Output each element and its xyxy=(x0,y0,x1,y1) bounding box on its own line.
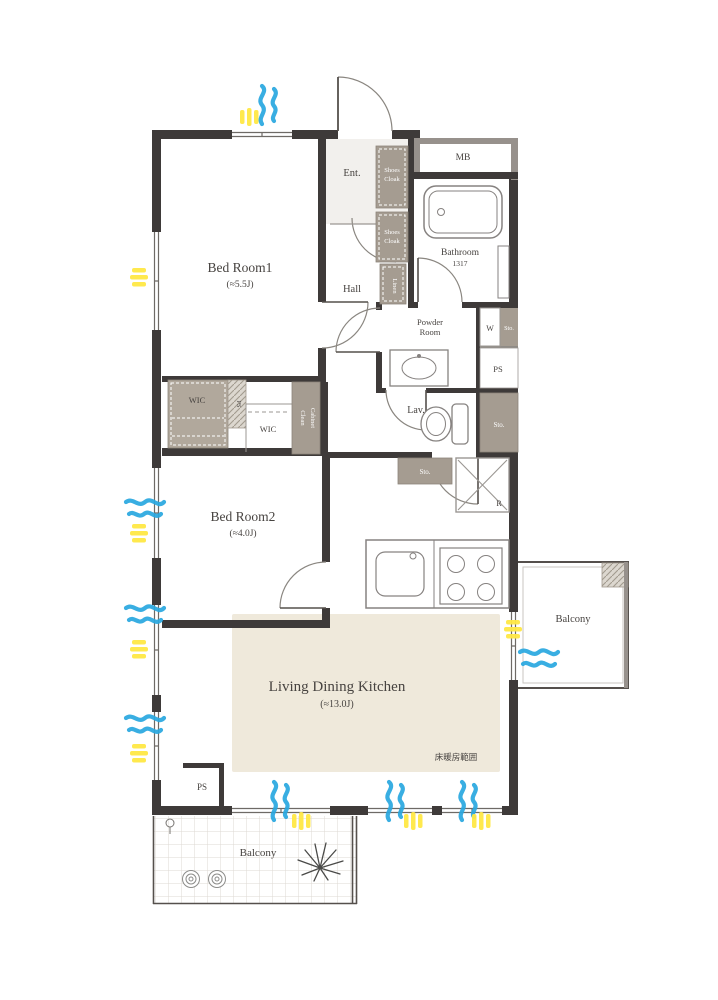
wic-left xyxy=(167,379,229,449)
window xyxy=(232,806,330,815)
sunlight-icon xyxy=(472,812,491,830)
ldk-size-label: (≈13.0J) xyxy=(320,699,354,710)
door-arc xyxy=(335,307,381,353)
washbasin-icon xyxy=(389,349,449,387)
refrigerator-label: R xyxy=(496,499,502,508)
entrance-door-arc xyxy=(337,76,393,132)
refrigerator-space xyxy=(455,457,510,513)
floor-heating-area xyxy=(232,614,500,772)
sunlight-icon xyxy=(504,620,522,639)
balcony-bottom-label: Balcony xyxy=(240,847,277,859)
clean-cabinet xyxy=(291,381,321,455)
sto-hall-box xyxy=(397,457,453,485)
powder-room-label: Powder xyxy=(417,317,443,327)
window xyxy=(152,712,161,780)
interior-walls xyxy=(162,138,518,806)
flower-icon xyxy=(182,870,226,888)
balcony-hatch xyxy=(601,562,629,588)
wic-right-label: WIC xyxy=(260,424,277,434)
clean-cabinet-label2: Cabinet xyxy=(309,408,316,428)
shoes-cloak-lower-label2: Cloak xyxy=(384,238,400,245)
sunlight-icon xyxy=(130,524,148,543)
sunlight-icon xyxy=(130,744,148,763)
balcony-bottom xyxy=(152,816,358,905)
shoes-cloak-upper xyxy=(375,145,409,209)
faucet-icon xyxy=(165,818,175,834)
ldk-label: Living Dining Kitchen xyxy=(269,679,406,695)
wic-left-label: WIC xyxy=(189,395,206,405)
ps-right-box xyxy=(479,347,519,389)
shoes-cloak-upper-label2: Cloak xyxy=(384,176,400,183)
wic-right xyxy=(245,403,292,452)
bathroom-size-label: 1317 xyxy=(453,259,468,268)
bathroom-fixtures xyxy=(423,185,510,299)
linen-closet xyxy=(379,263,407,305)
sunlight-icon xyxy=(292,812,311,830)
washer-space xyxy=(479,307,501,347)
entrance-label: Ent. xyxy=(343,168,360,179)
bedroom1-label: Bed Room1 xyxy=(208,260,273,275)
door-arc xyxy=(417,257,463,303)
stove-icon xyxy=(439,547,503,605)
sto-upper-box xyxy=(500,308,518,346)
ps-bottom-label: PS xyxy=(197,782,207,792)
kitchen-sink-icon xyxy=(375,551,425,597)
bedroom1-size-label: (≈5.5J) xyxy=(226,279,253,290)
sto-mid-label: Sto. xyxy=(493,421,504,429)
plant-icon xyxy=(297,842,344,882)
sto-upper-label: Sto. xyxy=(504,325,514,332)
shoes-cloak-lower xyxy=(375,211,409,263)
sunlight-icon xyxy=(240,108,259,126)
balcony-right-label: Balcony xyxy=(556,614,592,625)
storage-boxes xyxy=(167,145,519,513)
tile-floor xyxy=(153,816,357,904)
bedroom2-size-label: (≈4.0J) xyxy=(229,528,256,539)
airflow-icon xyxy=(520,650,558,665)
door-arc xyxy=(279,561,327,609)
bathroom-label: Bathroom xyxy=(441,248,480,258)
sunlight-icon xyxy=(130,640,148,659)
shoes-cloak-upper-label: Shoes xyxy=(384,167,400,174)
shoes-cloak-lower-label: Shoes xyxy=(384,229,400,236)
linen-label: Linen xyxy=(391,278,398,294)
floor-heating-label: 床暖房範囲 xyxy=(435,752,478,763)
airflow-icon xyxy=(260,86,275,124)
balcony-right xyxy=(518,561,629,689)
powder-room-label2: Room xyxy=(420,327,441,337)
meter-box-label: MB xyxy=(456,153,471,163)
sunlight-icon xyxy=(404,812,423,830)
bedroom2-label: Bed Room2 xyxy=(211,509,276,524)
washer-label: W xyxy=(486,324,494,333)
window xyxy=(232,130,292,139)
ps-right-label: PS xyxy=(493,364,503,374)
sunlight-icon xyxy=(130,268,148,287)
labels: Bed Room1 (≈5.5J) Ent. Shoes Cloak MB Sh… xyxy=(189,153,592,859)
sto-hall-label: Sto. xyxy=(419,468,430,476)
window xyxy=(152,232,161,330)
ps-wic-label: PS xyxy=(235,401,242,408)
toilet-icon xyxy=(420,403,469,445)
sto-mid-box xyxy=(479,392,519,453)
clean-cabinet-label: Clean xyxy=(299,410,306,426)
faucet-icon xyxy=(409,552,417,560)
light-walls xyxy=(414,138,518,180)
hall-label: Hall xyxy=(343,284,361,295)
drain-icon xyxy=(437,208,445,216)
bath-counter xyxy=(497,245,510,299)
kitchen-counter xyxy=(365,539,510,609)
lavatory-label: Lav. xyxy=(407,405,424,416)
